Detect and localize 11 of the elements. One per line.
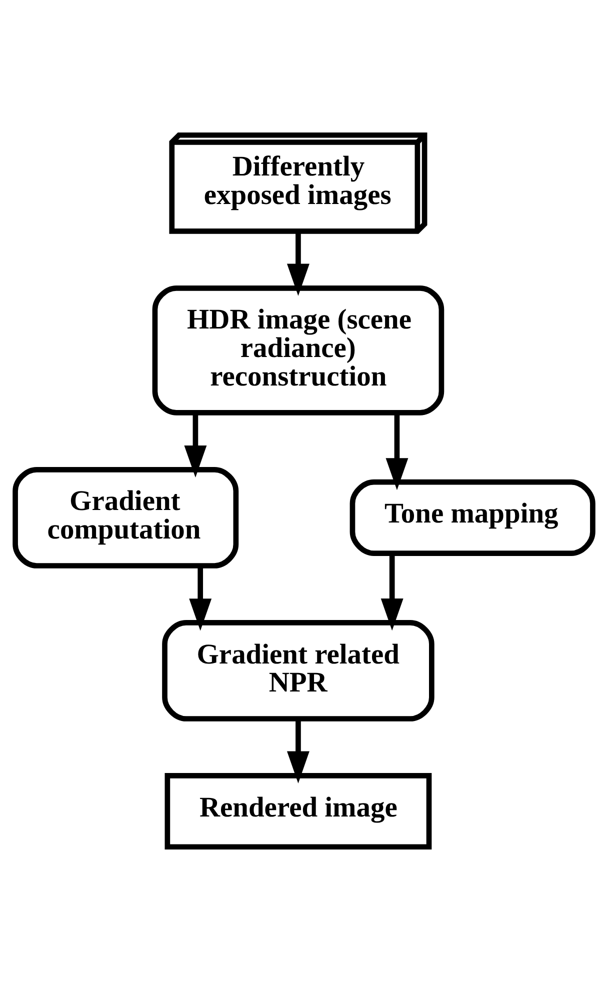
node-box: Rendered image — [164, 772, 432, 850]
node-box: Tone mapping — [350, 478, 596, 556]
node-box: Gradient related NPR — [162, 620, 434, 721]
arrow — [380, 553, 404, 630]
arrow — [286, 231, 310, 296]
arrow — [189, 566, 212, 630]
node-box: Gradient computation — [12, 466, 239, 568]
arrow — [386, 412, 408, 490]
node-box: HDR image (scene radiance) reconstruction — [152, 284, 444, 415]
arrow — [184, 412, 207, 478]
arrow — [286, 718, 310, 783]
